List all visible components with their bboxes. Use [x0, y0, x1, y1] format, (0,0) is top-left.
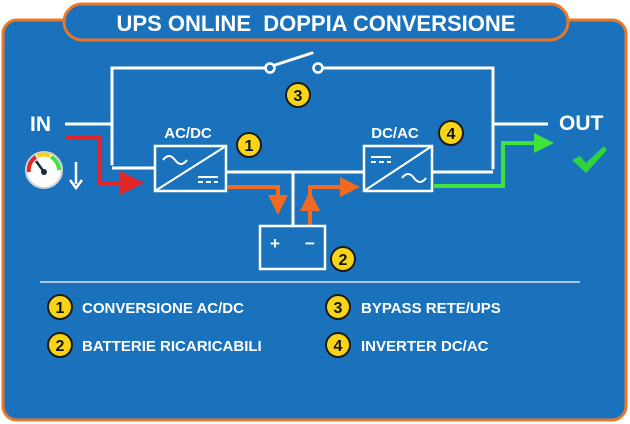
rectifier-label: AC/DC: [164, 125, 212, 142]
dc-symbol-icon: [198, 176, 218, 183]
legend-text: BYPASS RETE/UPS: [361, 300, 501, 317]
dc-symbol-icon: [371, 156, 391, 163]
output-label: OUT: [559, 112, 604, 135]
charge-flow-arrow: [228, 185, 288, 215]
legend-text: BATTERIE RICARICABILI: [82, 338, 262, 355]
svg-text:1: 1: [56, 300, 65, 317]
legend-item: 1 CONVERSIONE AC/DC: [47, 294, 244, 320]
legend-item: 2 BATTERIE RICARICABILI: [47, 332, 262, 358]
sine-wave-icon: [401, 173, 427, 183]
sine-wave-icon: [162, 155, 188, 165]
marker-bypass: 3: [285, 82, 311, 108]
legend-text: INVERTER DC/AC: [361, 338, 489, 355]
svg-text:4: 4: [334, 338, 343, 355]
marker-acdc: 1: [236, 132, 262, 158]
battery-block: [258, 224, 327, 271]
battery-plus: +: [270, 234, 280, 253]
legend-text: CONVERSIONE AC/DC: [82, 300, 244, 317]
legend: 1 CONVERSIONE AC/DC 2 BATTERIE RICARICAB…: [47, 294, 501, 358]
panel-background: [1, 18, 628, 422]
marker-battery: 2: [330, 246, 356, 272]
legend-item: 4 INVERTER DC/AC: [325, 332, 489, 358]
input-flow-arrow: [65, 136, 144, 195]
dc-bus: [226, 170, 364, 226]
inverter-label: DC/AC: [371, 125, 419, 142]
legend-item: 3 BYPASS RETE/UPS: [325, 294, 501, 320]
title-banner: [62, 2, 570, 42]
down-arrow-icon: [69, 162, 83, 191]
discharge-flow-arrow: [308, 177, 360, 228]
marker-inverter: 4: [438, 120, 464, 146]
gauge-icon: [25, 151, 63, 189]
bypass-switch-contacts: [264, 62, 324, 74]
svg-text:4: 4: [447, 126, 456, 143]
inverter-block: [362, 144, 434, 193]
battery-minus: −: [305, 234, 315, 253]
svg-text:2: 2: [339, 252, 348, 269]
svg-text:1: 1: [245, 138, 254, 155]
svg-text:3: 3: [294, 88, 303, 105]
svg-text:2: 2: [56, 338, 65, 355]
page-title: UPS ONLINE DOPPIA CONVERSIONE: [117, 11, 516, 36]
svg-text:3: 3: [334, 300, 343, 317]
input-label: IN: [30, 113, 51, 136]
checkmark-icon: [572, 146, 607, 173]
rectifier-block: [153, 144, 228, 193]
output-flow-arrow: [434, 133, 554, 188]
bypass-line: [110, 51, 495, 170]
